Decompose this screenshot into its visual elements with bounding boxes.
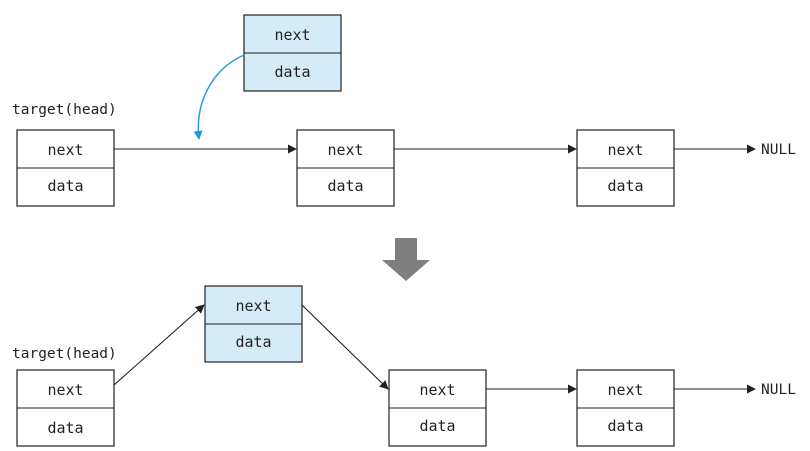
head-node-bottom-data: data	[47, 419, 83, 437]
before-panel: next data target(head) next data next da…	[12, 14, 796, 207]
node3-top-data: data	[607, 177, 643, 195]
new-node-top-next: next	[274, 26, 310, 44]
node3-bottom-data: data	[607, 417, 643, 435]
head-node-top-next: next	[47, 141, 83, 159]
node2-top-next: next	[327, 141, 363, 159]
node2-top: next data	[296, 129, 395, 207]
arrow-head-to-new-bottom	[113, 304, 205, 386]
new-node-top-data: data	[274, 63, 310, 81]
head-node-bottom: next data	[16, 369, 115, 447]
node3-bottom: next data	[576, 369, 675, 447]
node2-bottom: next data	[388, 369, 487, 447]
insert-curve-arrow	[193, 54, 245, 140]
new-node-top: next data	[243, 14, 342, 92]
node2-bottom-next: next	[419, 381, 455, 399]
head-node-top-data: data	[47, 177, 83, 195]
arrow-new-to-node2-bottom	[301, 304, 389, 390]
new-node-bottom: next data	[204, 285, 303, 363]
head-node-top: next data	[16, 129, 115, 207]
head-node-bottom-next: next	[47, 381, 83, 399]
node3-bottom-next: next	[607, 381, 643, 399]
null-label-top: NULL	[761, 142, 796, 158]
head-label-bottom: target(head)	[12, 346, 117, 362]
transition-down-arrow-icon	[382, 238, 430, 281]
head-label-top: target(head)	[12, 102, 117, 118]
null-label-bottom: NULL	[761, 382, 796, 398]
node2-bottom-data: data	[419, 417, 455, 435]
new-node-bottom-next: next	[235, 297, 271, 315]
node2-top-data: data	[327, 177, 363, 195]
node3-top: next data	[576, 129, 675, 207]
after-panel: target(head) next data next data next da…	[12, 285, 796, 447]
node3-top-next: next	[607, 141, 643, 159]
new-node-bottom-data: data	[235, 333, 271, 351]
